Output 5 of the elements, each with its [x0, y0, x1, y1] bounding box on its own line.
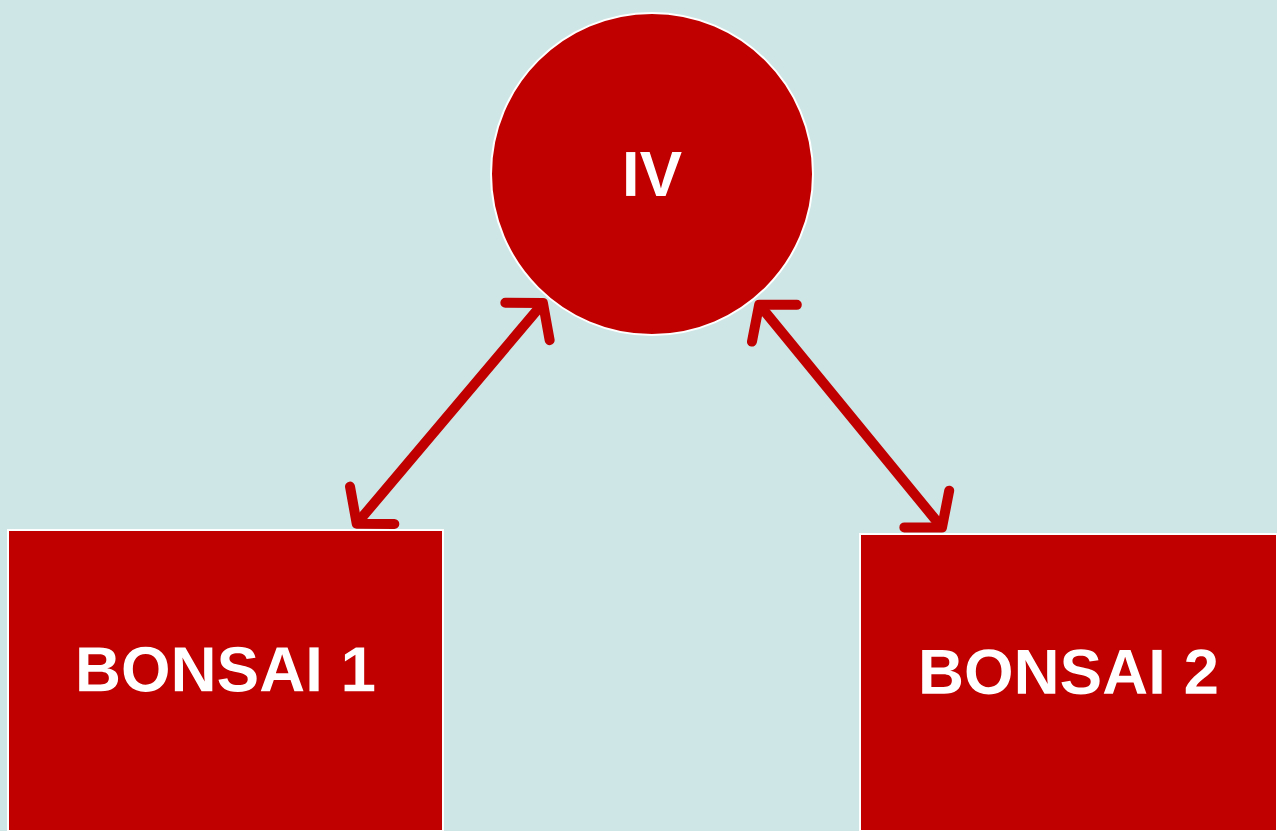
circle-node: IV [490, 12, 814, 336]
arrow [345, 297, 555, 529]
arrow [746, 299, 955, 533]
process-box: BONSAI 1 [7, 529, 444, 831]
process-box: BONSAI 2 [859, 533, 1277, 831]
